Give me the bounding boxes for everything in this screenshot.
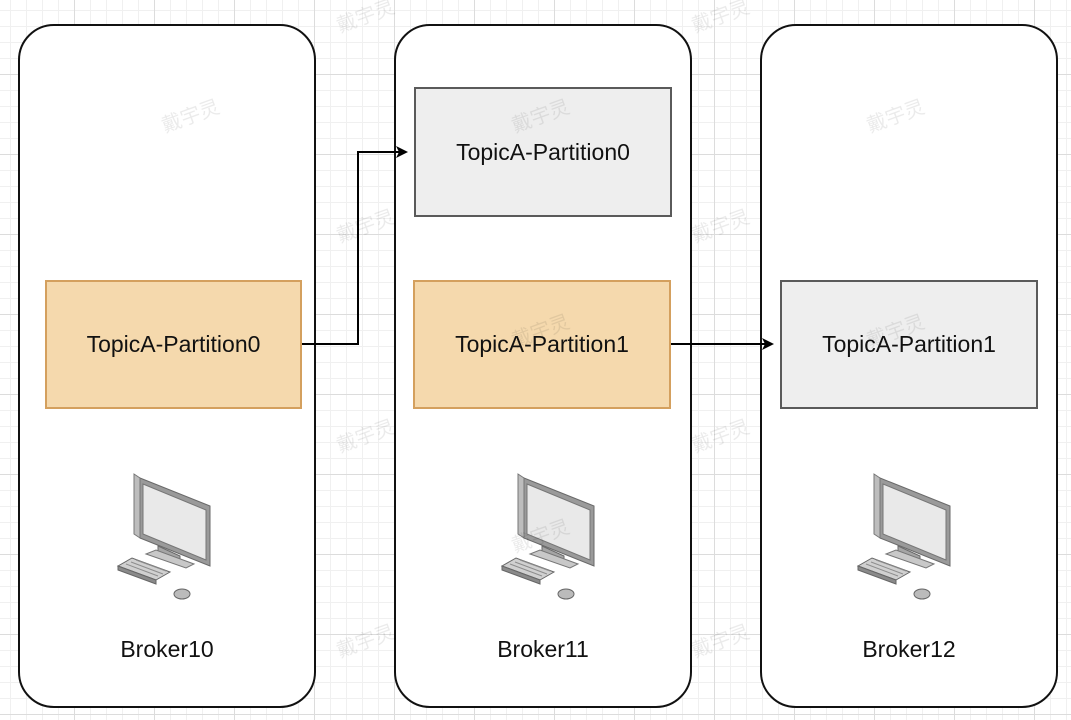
partition-box-b10-p0: TopicA-Partition0: [45, 280, 302, 409]
broker-label-10: Broker10: [120, 636, 214, 662]
partition-label: TopicA-Partition0: [86, 331, 261, 357]
broker-label-12: Broker12: [862, 636, 956, 662]
broker-label-11: Broker11: [497, 636, 589, 662]
partition-label: TopicA-Partition0: [456, 138, 630, 165]
computer-icon: [116, 473, 211, 600]
partition-label: TopicA-Partition1: [822, 331, 996, 357]
partition-box-b12-p1: TopicA-Partition1: [780, 280, 1038, 409]
computer-icon: [856, 473, 951, 600]
partition-label: TopicA-Partition1: [455, 331, 629, 357]
partition-box-b11-p1: TopicA-Partition1: [413, 280, 671, 409]
arrow-p0-replication: [302, 146, 408, 345]
computer-icon: [500, 473, 595, 600]
partition-box-b11-p0: TopicA-Partition0: [414, 87, 672, 217]
